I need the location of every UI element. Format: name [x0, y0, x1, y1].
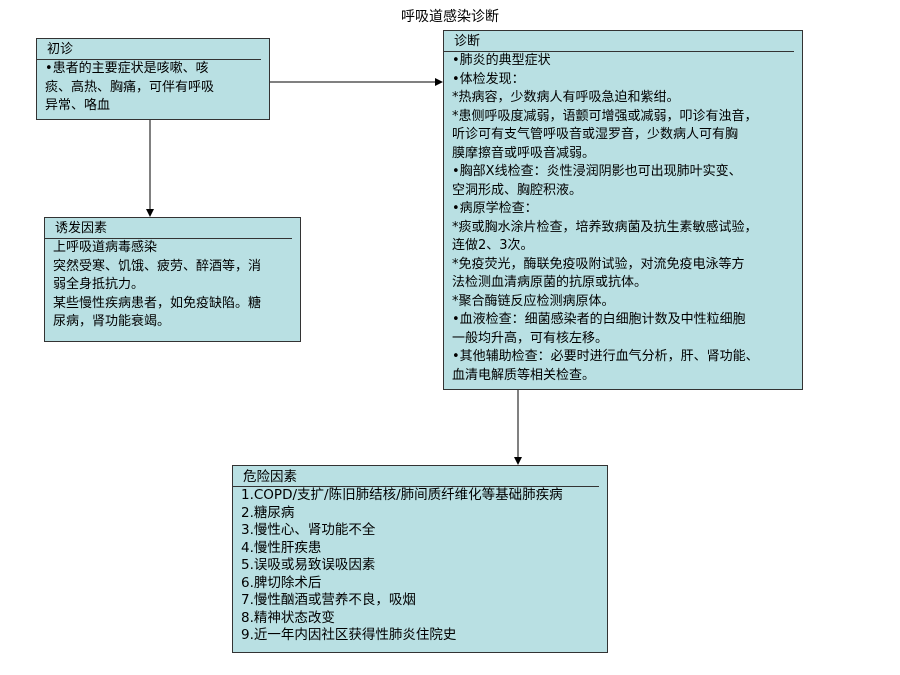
box-line: •患者的主要症状是咳嗽、咳	[45, 61, 209, 76]
box-body: 上呼吸道病毒感染突然受寒、饥饿、疲劳、醉酒等，消弱全身抵抗力。某些慢性疾病患者，…	[45, 239, 292, 332]
box-line: 法检测血清病原菌的抗原或抗体。	[452, 275, 648, 290]
box-line: 某些慢性疾病患者，如免疫缺陷。糖	[53, 295, 262, 311]
box-initial-diagnosis: 初诊 •患者的主要症状是咳嗽、咳痰、高热、胸痛，可伴有呼吸异常、咯血	[36, 38, 270, 120]
diagram-title: 呼吸道感染诊断	[401, 9, 499, 25]
box-body: •患者的主要症状是咳嗽、咳痰、高热、胸痛，可伴有呼吸异常、咯血	[37, 60, 269, 116]
box-line: *热病容，少数病人有呼吸急迫和紫绀。	[452, 90, 680, 105]
box-line: *痰或胸水涂片检查，培养致病菌及抗生素敏感试验，	[452, 219, 758, 235]
box-line: •肺炎的典型症状	[452, 53, 551, 68]
box-line: 1.COPD/支扩/陈旧肺结核/肺间质纤维化等基础肺疾病	[241, 487, 563, 503]
box-line: 一般均升高，可有核左移。	[452, 330, 609, 346]
box-line: 尿病，肾功能衰竭。	[53, 314, 171, 329]
box-header: 危险因素	[233, 466, 599, 487]
box-line: 6.脾切除术后	[241, 574, 322, 591]
box-line: 上呼吸道病毒感染	[53, 240, 158, 255]
box-line: •胸部X线检查：炎性浸润阴影也可出现肺叶实变、	[452, 164, 742, 179]
box-line: 9.近一年内因社区获得性肺炎住院史	[241, 627, 457, 643]
box-line: •病原学检查：	[452, 201, 538, 216]
box-line: 异常、咯血	[45, 98, 111, 113]
box-line: 5.误吸或易致误吸因素	[241, 557, 376, 573]
box-line: 听诊可有支气管呼吸音或湿罗音，少数病人可有胸	[452, 127, 739, 142]
box-header: 诊断	[444, 31, 794, 52]
box-header: 初诊	[37, 39, 261, 60]
box-body: •肺炎的典型症状 •体检发现： *热病容，少数病人有呼吸急迫和紫绀。 *患侧呼吸度减弱…	[444, 52, 802, 385]
box-line: *免疫荧光，酶联免疫吸附试验，对流免疫电泳等方	[452, 256, 745, 272]
box-line: 膜摩擦音或呼吸音减弱。	[452, 145, 596, 161]
box-line: 连做2、3次。	[452, 238, 534, 253]
box-triggering-factors: 诱发因素 上呼吸道病毒感染突然受寒、饥饿、疲劳、醉酒等，消弱全身抵抗力。某些慢性…	[44, 217, 301, 342]
box-line: 弱全身抵抗力。	[53, 277, 145, 292]
box-line: 突然受寒、饥饿、疲劳、醉酒等，消	[53, 258, 262, 274]
box-line: *患侧呼吸度减弱，语颤可增强或减弱，叩诊有浊音，	[452, 108, 758, 124]
box-line: 8.精神状态改变	[241, 609, 335, 626]
box-line: 2.糖尿病	[241, 504, 295, 521]
box-line: •体检发现：	[452, 71, 525, 87]
box-diagnosis: 诊断 •肺炎的典型症状 •体检发现： *热病容，少数病人有呼吸急迫和紫绀。 *患侧呼吸…	[443, 30, 803, 390]
box-line: •血液检查：细菌感染者的白细胞计数及中性粒细胞	[452, 312, 746, 327]
box-line: 7.慢性酗酒或营养不良，吸烟	[241, 592, 416, 608]
box-line: 痰、高热、胸痛，可伴有呼吸	[45, 79, 215, 95]
box-line: •其他辅助检查：必要时进行血气分析，肝、肾功能、	[452, 349, 759, 364]
box-header: 诱发因素	[45, 218, 292, 239]
box-line: 空洞形成、胸腔积液。	[452, 182, 583, 198]
box-line: *聚合酶链反应检测病原体。	[452, 293, 615, 309]
box-line: 血清电解质等相关检查。	[452, 367, 596, 383]
box-line: 3.慢性心、肾功能不全	[241, 522, 376, 538]
box-line: 4.慢性肝疾患	[241, 539, 322, 556]
